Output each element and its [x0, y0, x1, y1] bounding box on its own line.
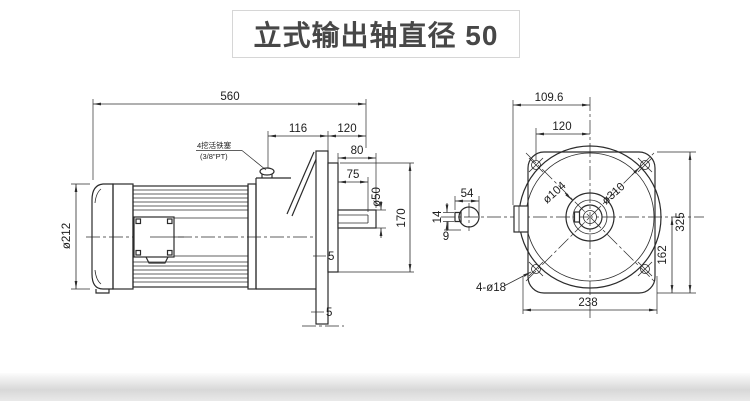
dim-key-9: 9	[443, 231, 449, 243]
dim-238: 238	[578, 297, 597, 309]
flange-plate-side	[315, 150, 329, 325]
flange-circles	[518, 145, 662, 289]
shaft-key-detail: 54 14 9	[432, 188, 480, 243]
motor-end-cap	[91, 183, 114, 294]
dim-bolt-holes: 4-ø18	[476, 282, 506, 294]
bolt-hole	[637, 157, 653, 173]
vent-plug-thread: (3/8"PT)	[200, 152, 228, 161]
dim-overall-length: 560	[220, 91, 239, 103]
output-shaft	[337, 209, 377, 229]
page-bottom-shadow	[0, 373, 750, 401]
vent-plug-label: 4挖活铁塞	[197, 140, 232, 150]
centerlines	[441, 97, 704, 320]
terminal-box	[133, 216, 184, 264]
title-box: 立式输出轴直径 50	[232, 10, 520, 58]
motor-rear-bracket	[247, 183, 257, 290]
motor-body	[132, 183, 257, 290]
vent-plug	[259, 167, 275, 178]
dim-5-upper: 5	[328, 251, 334, 263]
gusset-rib	[286, 151, 315, 215]
dim-109-6: 109.6	[535, 92, 564, 104]
dim-116: 116	[289, 123, 307, 135]
dim-key-54: 54	[461, 188, 474, 200]
bolt-hole	[528, 261, 544, 277]
dim-120-side: 120	[337, 123, 356, 135]
bolt-hole	[528, 157, 544, 173]
motor-front-bracket	[112, 183, 134, 290]
terminal-box-tab	[513, 205, 529, 233]
bolt-hole	[637, 261, 653, 277]
dim-shaft-diameter: ø50	[371, 187, 383, 207]
side-view: 560 116 120 80 75	[61, 91, 414, 327]
dim-162: 162	[657, 245, 669, 264]
dim-key-14: 14	[432, 210, 444, 223]
dim-325: 325	[675, 212, 687, 231]
side-view-dimensions: 560 116 120 80 75	[61, 91, 414, 319]
dim-170: 170	[396, 208, 408, 227]
dim-motor-diameter: ø212	[61, 223, 73, 249]
dim-75: 75	[347, 169, 360, 181]
dim-80: 80	[351, 145, 364, 157]
page-title: 立式输出轴直径 50	[253, 20, 499, 51]
shaft-keyway	[573, 211, 581, 223]
cooling-fins	[133, 189, 248, 283]
dim-5-lower: 5	[326, 307, 332, 319]
front-view: 54 14 9 109.6 120	[432, 92, 704, 320]
bolt-holes	[528, 157, 653, 277]
dim-120-front: 120	[552, 121, 571, 133]
